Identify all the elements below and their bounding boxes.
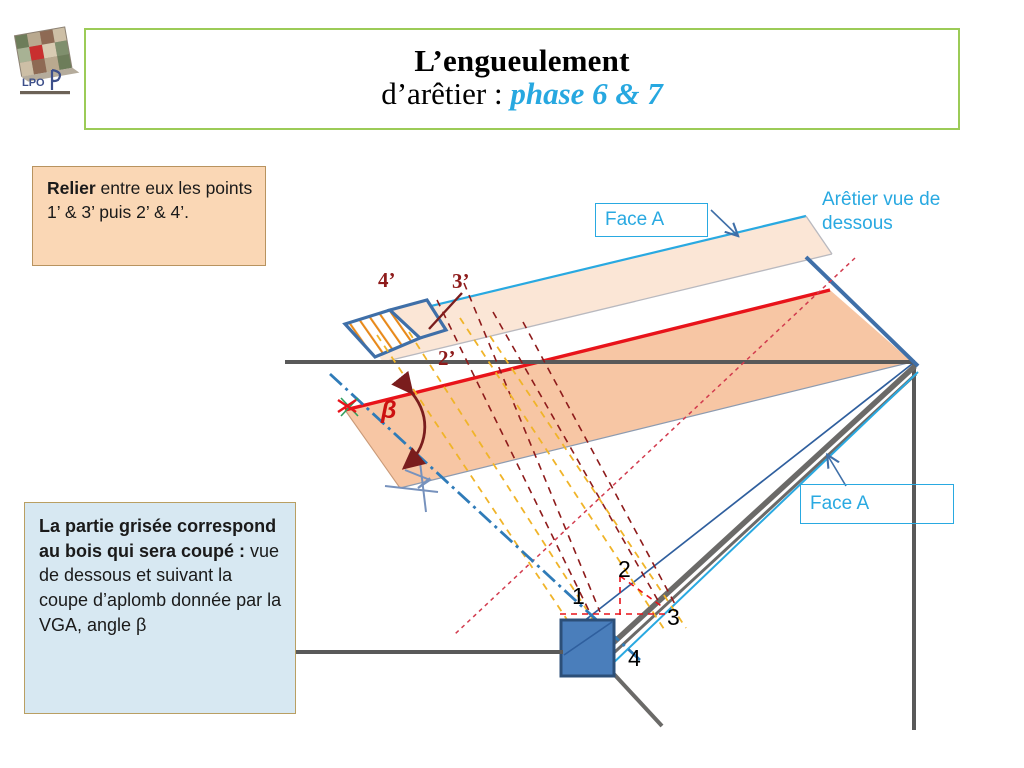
point-3prime-connector — [428, 292, 463, 330]
vga-dash-dot-blue-line — [329, 372, 641, 662]
projection-dash-darkred-c — [492, 311, 661, 605]
face-a-label-top-text: Face A — [605, 209, 665, 230]
label-point-1: 1 — [572, 583, 585, 609]
projection-dash-gold-a — [376, 334, 587, 649]
title-border — [84, 28, 960, 130]
hip-rafter-gray-line-lower — [602, 372, 918, 664]
note-relier-text: entre eux les points 1’ & 3’ puis 2’ & 4… — [47, 178, 253, 223]
aretier-band-light — [356, 216, 832, 362]
section-square-diagonal — [563, 621, 613, 656]
face-a-top-arrow — [710, 209, 737, 235]
hip-guide-line-cyan — [607, 371, 919, 669]
projection-dash-gold-c — [459, 317, 667, 633]
note-relier: Relier entre eux les points 1’ & 3’ puis… — [32, 166, 266, 266]
section-square — [559, 618, 616, 678]
label-beta-angle: β — [381, 396, 397, 424]
hip-guide-line-dark-blue — [569, 363, 913, 633]
note-partie-grisee-bold: La partie grisée correspond au bois qui … — [39, 516, 277, 561]
hip-rafter-gray-line — [598, 363, 917, 658]
angle-marker-glyph — [384, 461, 439, 513]
note-relier-bold: Relier — [47, 178, 96, 198]
logo-svg: LPO — [13, 26, 80, 95]
face-a-label-top: Face A — [595, 203, 708, 237]
cut-wood-band-left-edge — [344, 409, 401, 489]
label-point-4: 4 — [628, 645, 641, 671]
aretier-band-light-bottom-edge — [382, 253, 833, 363]
projection-dash-gold-b — [408, 331, 607, 641]
label-point-3-prime: 3’ — [452, 269, 470, 293]
note-partie-grisee-text: vue de dessous et suivant la coupe d’apl… — [39, 540, 282, 635]
label-point-4-prime: 4’ — [378, 268, 396, 292]
face-a-label-bottom: Face A — [800, 484, 954, 524]
hatched-cut-top-face — [386, 298, 449, 340]
aretier-edge-slate-line — [804, 255, 920, 368]
logo-text: LPO — [22, 77, 45, 89]
point-projection-red-dashes — [560, 575, 668, 618]
face-a-bottom-arrow — [828, 456, 847, 487]
face-a-label-bottom-text: Face A — [810, 493, 870, 514]
label-point-3: 3 — [667, 604, 680, 630]
beta-angle-arc — [391, 370, 427, 470]
hip-rafter-gray-extension — [610, 670, 664, 728]
red-cross-mark — [337, 399, 357, 413]
school-logo: LPO — [8, 18, 86, 98]
label-point-2-prime: 2’ — [438, 346, 456, 370]
red-dotted-construction-line — [454, 257, 856, 635]
aretier-band-light-right-edge — [805, 215, 833, 255]
label-point-2: 2 — [618, 556, 631, 582]
note-partie-grisee: La partie grisée correspond au bois qui … — [24, 502, 296, 714]
aretier-vue-dessous-label: Arêtier vue de dessous — [822, 189, 941, 234]
cut-wood-band — [345, 290, 912, 488]
projection-dash-gold-d — [489, 335, 687, 629]
cut-wood-band-bottom-edge — [399, 361, 913, 489]
projection-dash-darkred-d — [522, 321, 677, 607]
projection-dash-darkred-b — [436, 299, 593, 618]
